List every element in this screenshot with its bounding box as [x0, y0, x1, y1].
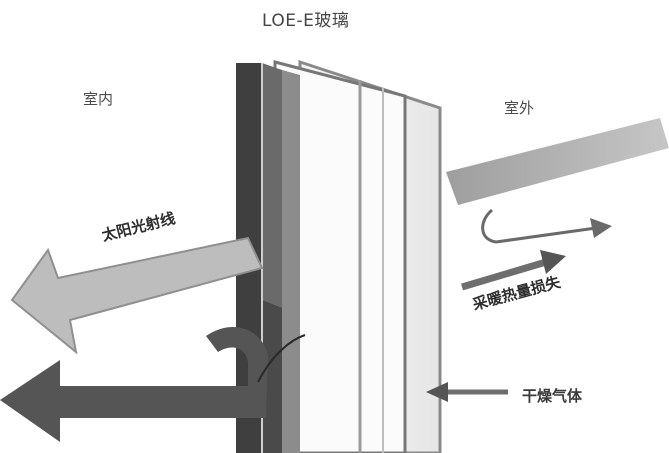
outdoor-uturn-arrowhead [590, 218, 612, 238]
indoor-solar-arrow [10, 236, 264, 355]
reflection-curve [257, 334, 306, 383]
outdoor-label: 室外 [504, 99, 535, 117]
reflected-heat-arrow [0, 326, 268, 442]
spacer-bar [282, 70, 300, 453]
indoor-label: 室内 [83, 90, 114, 108]
outdoor-uturn-arrow [481, 208, 597, 244]
dry-gas-arrowhead [426, 382, 448, 402]
heat-loss-arrowhead [540, 250, 566, 274]
outdoor-solar-beam [446, 118, 669, 205]
diagram-title: LOE-E玻璃 [262, 11, 350, 31]
heat-loss-arrow-shaft [461, 258, 547, 291]
dry-gas-label: 干燥气体 [522, 387, 583, 405]
